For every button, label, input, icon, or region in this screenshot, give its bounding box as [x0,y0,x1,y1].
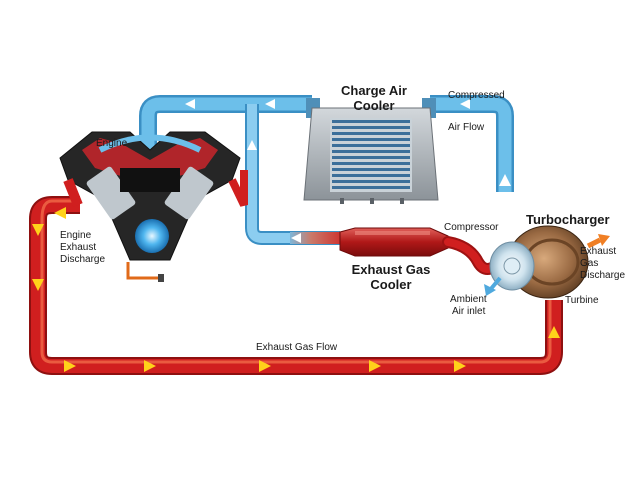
cooler-fin [332,168,410,171]
cooler-fins [332,120,410,189]
flow-arrow [499,174,511,186]
label-line: Air Flow [448,122,485,133]
flow-arrow [460,99,470,109]
label-line: Compressed [448,90,505,101]
label-line: Cooler [370,277,412,292]
flow-arrow [144,360,156,372]
flow-arrow [185,99,195,109]
flow-arrow [454,360,466,372]
cooler-fin [332,126,410,129]
label-line: Discharge [60,254,106,265]
label-line: Cooler [353,98,395,113]
cooler-fin [332,150,410,153]
flow-arrow [548,326,560,338]
charge-air-pipe [139,95,514,245]
flow-arrow [265,99,275,109]
label-compressed-air-flow: Compressed Air Flow [448,90,505,134]
label-line: Charge Air [341,83,407,98]
label-compressor: Compressor [444,222,499,233]
charge-air-cooler [303,98,439,204]
flow-arrow [32,224,44,236]
label-charge-air-cooler: Charge Air Cooler [334,83,414,113]
turbocharger [484,225,610,299]
engine [59,131,241,282]
flow-arrow [259,360,271,372]
cooler-fin [332,120,410,123]
flow-arrow [247,140,257,150]
cooler-fin [332,156,410,159]
label-exhaust-gas-flow: Exhaust Gas Flow [256,342,338,353]
ambient-air-arrow [484,284,496,296]
cooler-fin [332,180,410,183]
label-engine: Engine [96,138,128,149]
flow-arrows [32,99,560,372]
cooler-fin [332,174,410,177]
flow-arrow [64,360,76,372]
label-line: Discharge [580,270,626,281]
label-line: Gas [580,258,599,269]
cooler-fin [332,162,410,165]
crankshaft-glow [135,219,169,253]
label-exhaust-gas-discharge: Exhaust Gas Discharge [580,246,625,282]
label-ambient-air-inlet: Ambient Air inlet [450,294,487,318]
label-line: Engine [60,230,92,241]
exhaust-discharge-arrow [598,234,610,246]
engine-exhaust-manifold [63,170,248,207]
label-line: Exhaust [60,242,97,253]
label-line: Exhaust Gas [351,262,431,277]
exhaust-gas-cooler [339,227,506,275]
cooler-fin [332,144,410,147]
cooler-fin [332,186,410,189]
label-turbine: Turbine [565,295,599,306]
cooler-fin [332,132,410,135]
label-turbocharger: Turbocharger [526,212,610,227]
label-exhaust-gas-cooler: Exhaust Gas Cooler [346,262,436,292]
flow-arrow [54,207,66,219]
flow-arrow [369,360,381,372]
exhaust-gas-pipe [29,196,563,375]
flow-arrow [32,279,44,291]
label-line: Air inlet [452,306,486,317]
label-line: Exhaust [580,246,617,257]
cooler-fin [332,138,410,141]
label-engine-exhaust-discharge: Engine Exhaust Discharge [60,230,105,266]
label-line: Ambient [450,294,487,305]
flow-arrow [291,233,301,243]
egr-mixing-pipe [290,232,350,244]
